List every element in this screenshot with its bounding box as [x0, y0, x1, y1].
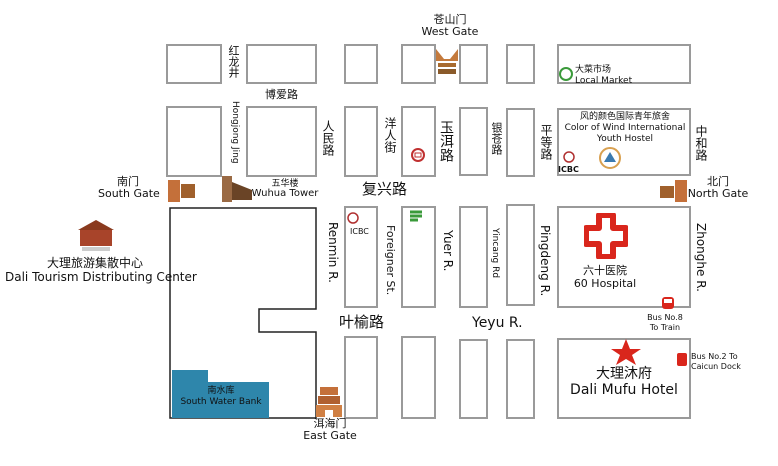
- west-gate-icon: [436, 49, 458, 74]
- road-renmin-en: Renmin R.: [326, 222, 340, 283]
- road-pingdeng-zh: 平等路: [539, 124, 553, 160]
- wuhua-tower-icon: [222, 176, 252, 202]
- road-renmin-zh: 人民路: [321, 120, 335, 156]
- hotel-star-icon: [611, 339, 641, 365]
- road-yeyu-zh: 叶榆路: [339, 313, 385, 331]
- road-yincang-zh: 银苍路: [490, 122, 503, 155]
- icbc-label-2: ICBC: [350, 227, 369, 236]
- south-water-bank: [172, 370, 269, 418]
- icbc-icon: [563, 151, 575, 163]
- road-zhonghe-zh: 中和路: [694, 125, 708, 161]
- road-yangren-zh: 洋人街: [383, 117, 397, 153]
- road-yincang-en: Yincang Rd: [490, 228, 500, 279]
- tourism-center-icon: [78, 220, 114, 251]
- south-gate-icon: [168, 180, 195, 202]
- bus-2-icon: [677, 353, 687, 366]
- road-honglongjing: 红龙井: [227, 45, 240, 78]
- road-pingdeng-en: Pingdeng R.: [538, 225, 552, 297]
- road-foreigner-en: Foreigner St.: [384, 225, 397, 296]
- north-gate-icon: [660, 180, 687, 202]
- road-hongjong-en: Hongjong Jing: [230, 101, 240, 164]
- road-fuxing: 复兴路: [362, 180, 408, 198]
- market-icon: [559, 67, 573, 81]
- icbc-icon-2: [347, 212, 359, 224]
- road-boai: 博爱路: [265, 88, 298, 101]
- road-yuer-en: Yuer R.: [441, 230, 455, 272]
- road-yeyu-en: Yeyu R.: [472, 315, 523, 331]
- hospital-icon: [584, 213, 628, 259]
- bus-8-icon: [662, 297, 674, 309]
- road-yuer-zh: 玉洱路: [438, 120, 454, 162]
- road-zhonghe-en: Zhonghe R.: [694, 223, 708, 292]
- hostel-icon: [599, 147, 621, 169]
- bank-of-china-icon: [411, 148, 425, 162]
- icbc-label: ICBC: [558, 165, 579, 174]
- east-gate-icon: [316, 387, 342, 417]
- china-post-icon: [410, 210, 422, 222]
